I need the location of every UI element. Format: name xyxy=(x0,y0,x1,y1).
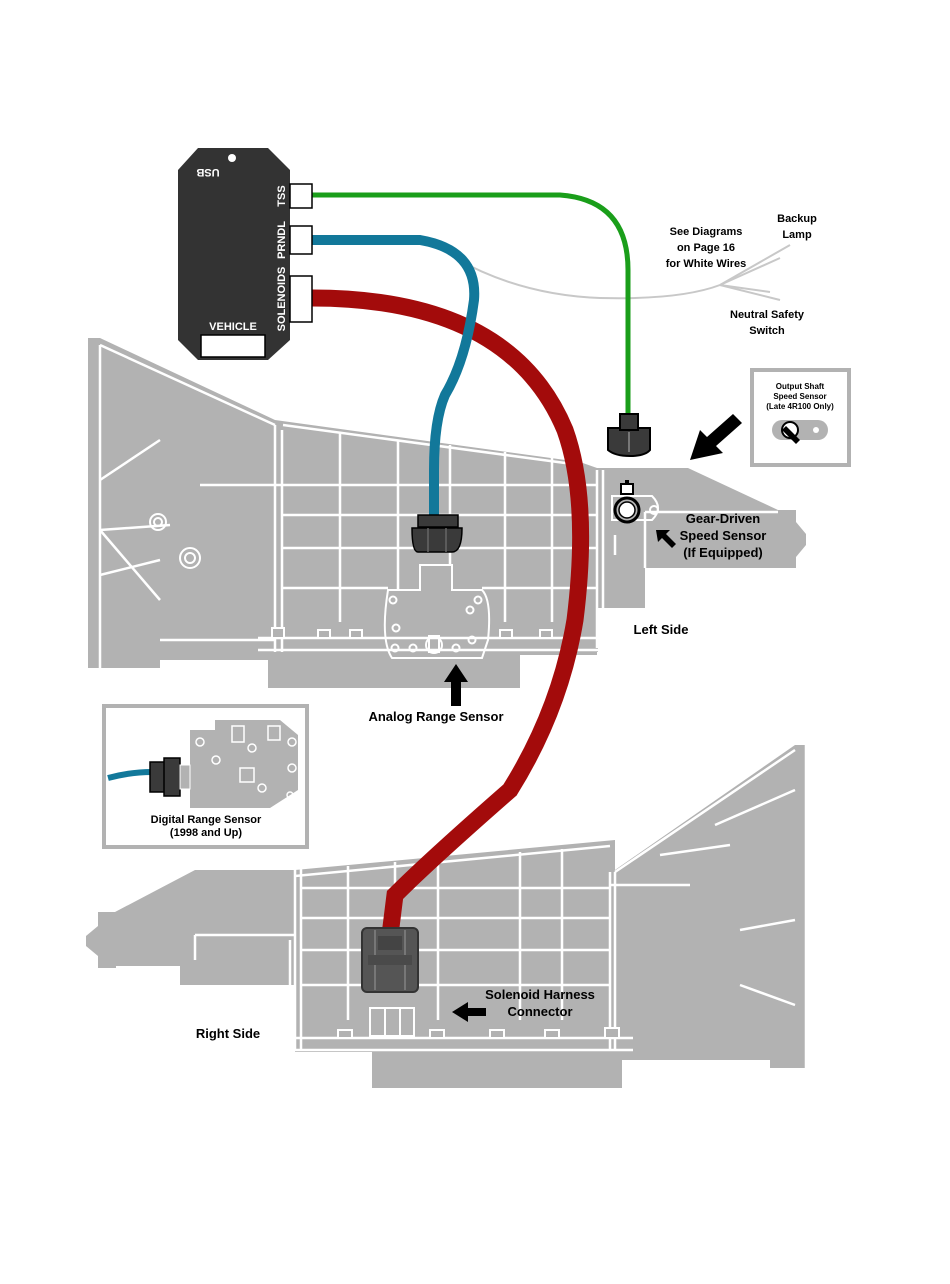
prndl-label: PRNDL xyxy=(276,221,288,259)
backup-lamp-line1: Backup xyxy=(777,213,817,225)
see-diagrams-line3: for White Wires xyxy=(666,258,747,270)
oss-label-line2: Speed Sensor xyxy=(773,392,826,401)
gear-driven-line1: Gear-Driven xyxy=(686,511,760,526)
controller-module: USB TSS PRNDL SOLENOIDS VEHICLE xyxy=(178,148,312,360)
see-diagrams-line1: See Diagrams xyxy=(670,226,743,238)
oss-arrow xyxy=(690,414,742,460)
backup-lamp-line2: Lamp xyxy=(782,229,812,241)
gear-driven-line3: (If Equipped) xyxy=(683,545,762,560)
digital-label-line1: Digital Range Sensor xyxy=(151,814,262,826)
tss-port xyxy=(290,184,312,208)
digital-range-sensor-inset: Digital Range Sensor (1998 and Up) xyxy=(104,706,307,847)
tss-connector xyxy=(608,414,650,456)
tss-label: TSS xyxy=(276,185,288,206)
oss-label-line3: (Late 4R100 Only) xyxy=(766,402,834,411)
see-diagrams-line2: on Page 16 xyxy=(677,242,735,254)
prndl-port xyxy=(290,226,312,254)
output-shaft-speed-sensor-inset: Output Shaft Speed Sensor (Late 4R100 On… xyxy=(752,370,849,465)
analog-range-label: Analog Range Sensor xyxy=(368,709,503,724)
digital-label-line2: (1998 and Up) xyxy=(170,827,242,839)
vehicle-port xyxy=(201,335,265,357)
neutral-safety-line1: Neutral Safety xyxy=(730,309,805,321)
analog-range-sensor-connector xyxy=(412,515,462,552)
solenoid-harness-line1: Solenoid Harness xyxy=(485,987,595,1002)
white-wires xyxy=(455,245,790,300)
solenoid-harness-connector xyxy=(362,928,418,992)
solenoids-port xyxy=(290,276,312,322)
vehicle-label: VEHICLE xyxy=(209,321,257,333)
solenoids-label: SOLENOIDS xyxy=(276,267,288,332)
right-side-label: Right Side xyxy=(196,1026,260,1041)
usb-label: USB xyxy=(196,166,219,178)
neutral-safety-line2: Switch xyxy=(749,325,785,337)
solenoid-harness-line2: Connector xyxy=(508,1004,573,1019)
oss-label-line1: Output Shaft xyxy=(776,382,825,391)
gear-driven-line2: Speed Sensor xyxy=(680,528,767,543)
left-side-label: Left Side xyxy=(634,622,689,637)
